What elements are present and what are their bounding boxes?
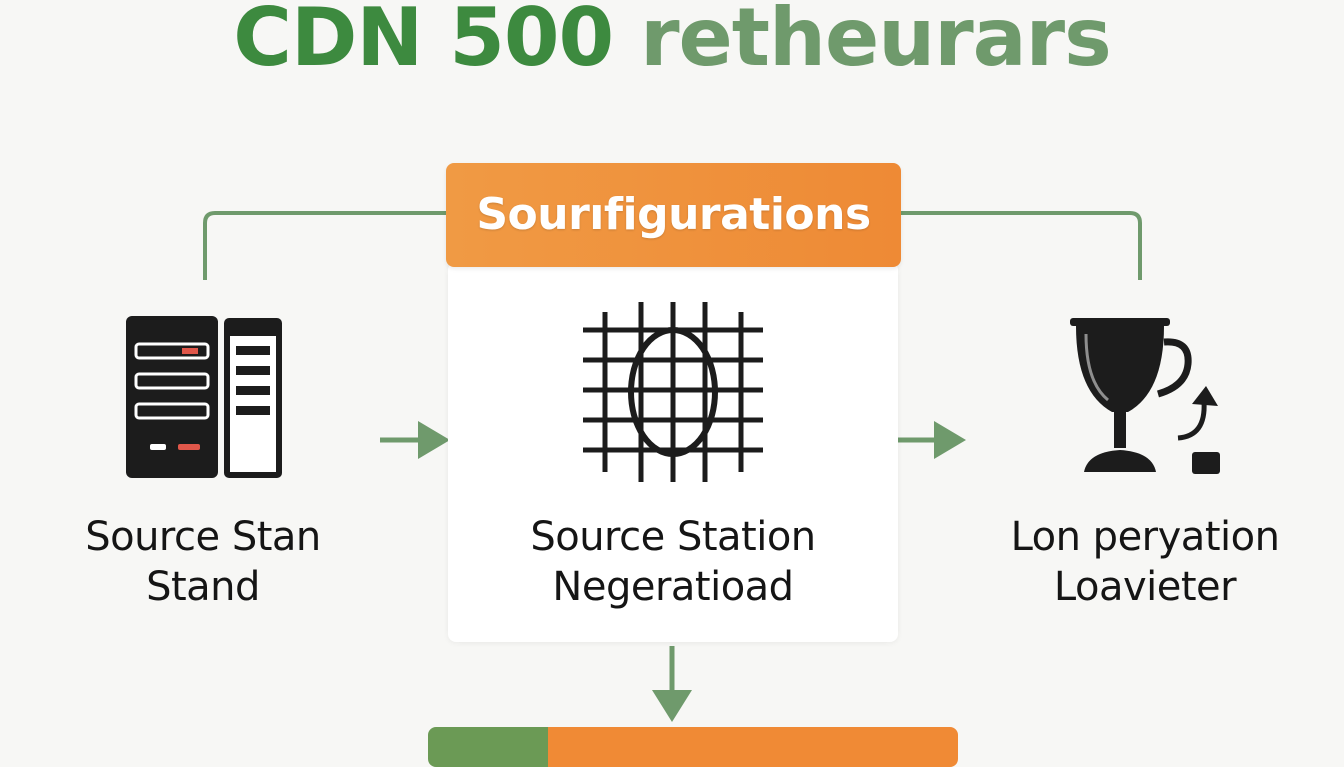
node-label-line1: Source Station — [530, 514, 816, 560]
title-part-2: retheurars — [640, 0, 1112, 84]
node-label-source-station: Source Station Negeratioad — [498, 512, 848, 612]
globe-grid-icon — [583, 302, 763, 482]
configurations-banner: Sourıfigurations — [446, 163, 901, 267]
diagram-title: CDN 500 retheurars — [0, 0, 1344, 88]
arrow-right-1 — [380, 421, 450, 459]
node-label-source-stan: Source Stan Stand — [48, 512, 358, 612]
node-label-line2: Negeratioad — [552, 564, 794, 610]
arrow-right-2 — [896, 421, 966, 459]
arrow-down — [652, 646, 692, 722]
title-part-1: CDN 500 — [233, 0, 614, 84]
node-label-line1: Lon peryation — [1010, 514, 1280, 560]
node-label-line1: Source Stan — [85, 514, 321, 560]
left-bracket-line — [203, 211, 448, 280]
right-bracket-line — [898, 211, 1142, 280]
node-label-line2: Loavieter — [1053, 564, 1237, 610]
connector-lines — [203, 211, 1142, 722]
bottom-stage-bar — [428, 727, 958, 767]
node-label-lon-peryation: Lon peryation Loavieter — [980, 512, 1310, 612]
node-label-line2: Stand — [146, 564, 260, 610]
bottom-bar-green-segment — [428, 727, 548, 767]
server-icon — [126, 316, 282, 478]
bottom-bar-orange-segment — [548, 727, 958, 767]
trophy-icon — [1070, 318, 1220, 474]
